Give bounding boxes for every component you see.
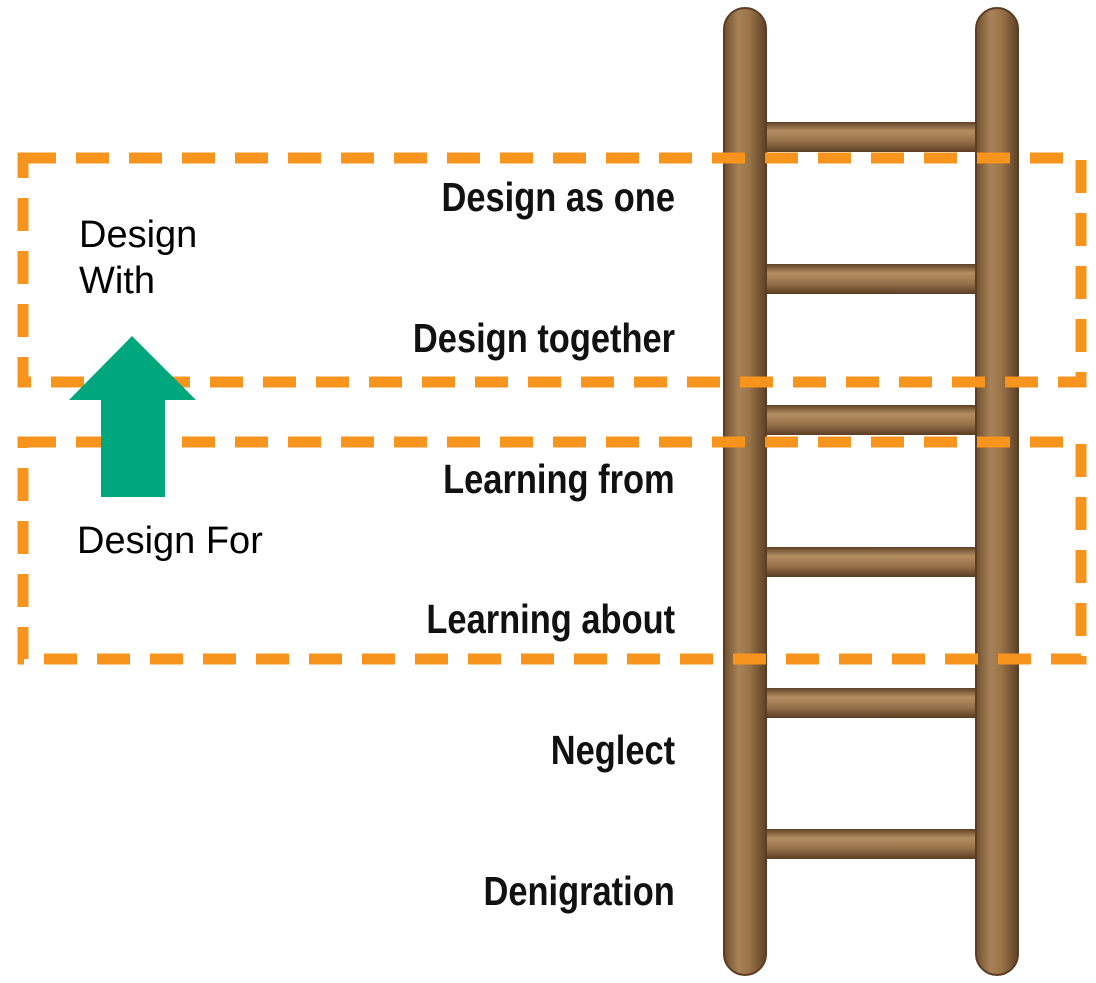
rung-label-design-together: Design together xyxy=(412,315,675,361)
ladder-icon xyxy=(723,7,1019,976)
ladder-left-rail xyxy=(723,7,767,976)
design-with-box xyxy=(17,152,1087,388)
rung-label-learning-from: Learning from xyxy=(443,456,675,502)
up-arrow-icon xyxy=(69,336,196,497)
rung-label-neglect: Neglect xyxy=(550,727,675,773)
ladder-rung xyxy=(762,405,982,435)
ladder-rung xyxy=(762,122,982,152)
ladder-right-rail xyxy=(975,7,1019,976)
ladder-rungs xyxy=(762,122,982,859)
design-with-label: Design With xyxy=(79,213,197,304)
ladder-rung xyxy=(762,829,982,859)
design-with-line2: With xyxy=(79,259,155,302)
rung-label-design-as-one: Design as one xyxy=(441,174,675,220)
design-for-label: Design For xyxy=(77,520,263,562)
design-with-line1: Design xyxy=(79,214,198,256)
rung-label-learning-about: Learning about xyxy=(426,596,675,642)
design-for-box xyxy=(17,436,1087,665)
ladder-rung xyxy=(762,264,982,294)
ladder-rung xyxy=(762,547,982,577)
rung-label-denigration: Denigration xyxy=(483,868,675,914)
ladder-rung xyxy=(762,688,982,718)
